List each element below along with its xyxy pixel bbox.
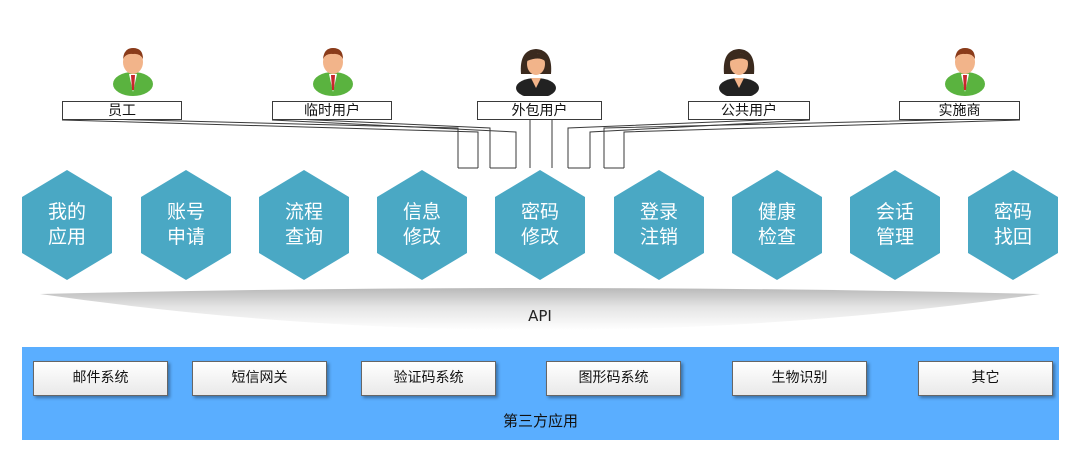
user-label-implementer: 实施商: [899, 101, 1020, 120]
user-label-temporary: 临时用户: [272, 101, 392, 120]
function-line1: 我的: [47, 201, 86, 223]
female-user-icon: [516, 49, 556, 96]
third-party-panel: 邮件系统 短信网关 验证码系统 图形码系统 生物识别 其它 第三方应用: [22, 347, 1059, 440]
function-line2: 申请: [166, 226, 205, 248]
male-user-icon: [313, 48, 353, 96]
function-hexagon: 账号申请: [141, 170, 231, 280]
function-line1: 流程: [284, 201, 323, 223]
function-line1: 登录: [639, 201, 678, 223]
function-line2: 找回: [993, 226, 1032, 248]
third-party-title: 第三方应用: [502, 412, 578, 430]
function-line2: 检查: [757, 226, 796, 248]
function-hexagon: 流程查询: [259, 170, 349, 280]
function-hexagon: 健康检查: [732, 170, 822, 280]
third-party-item-graphic-code: 图形码系统: [546, 361, 681, 396]
user-label-employee: 员工: [62, 101, 182, 120]
function-hexagon: 会话管理: [850, 170, 940, 280]
third-party-item-biometric: 生物识别: [732, 361, 867, 396]
third-party-item-mail: 邮件系统: [33, 361, 168, 396]
male-user-icon: [945, 48, 985, 96]
third-party-item-other: 其它: [918, 361, 1053, 396]
user-label-outsourced: 外包用户: [477, 101, 602, 120]
function-hexagon: 密码找回: [968, 170, 1058, 280]
third-party-item-sms: 短信网关: [192, 361, 327, 396]
function-line2: 管理: [875, 226, 914, 248]
api-funnel: [40, 288, 1040, 330]
function-hexagon: 信息修改: [377, 170, 467, 280]
user-label-public: 公共用户: [688, 101, 810, 120]
api-label: API: [528, 307, 552, 325]
connector-lines: [61, 117, 1021, 169]
female-user-icon: [719, 49, 759, 96]
function-line1: 会话: [875, 201, 914, 223]
function-hexagon: 密码修改: [495, 170, 585, 280]
function-line2: 应用: [47, 226, 86, 248]
function-line2: 修改: [520, 226, 559, 248]
function-line1: 账号: [166, 201, 205, 223]
function-line2: 注销: [639, 226, 678, 248]
function-line2: 查询: [284, 226, 323, 248]
male-user-icon: [113, 48, 153, 96]
third-party-item-captcha: 验证码系统: [361, 361, 496, 396]
function-line1: 健康: [757, 201, 796, 223]
function-line2: 修改: [402, 226, 441, 248]
function-hexagon: 登录注销: [614, 170, 704, 280]
function-line1: 密码: [520, 201, 559, 223]
function-hexagon: 我的应用: [22, 170, 112, 280]
function-line1: 信息: [402, 201, 441, 223]
function-line1: 密码: [993, 201, 1032, 223]
